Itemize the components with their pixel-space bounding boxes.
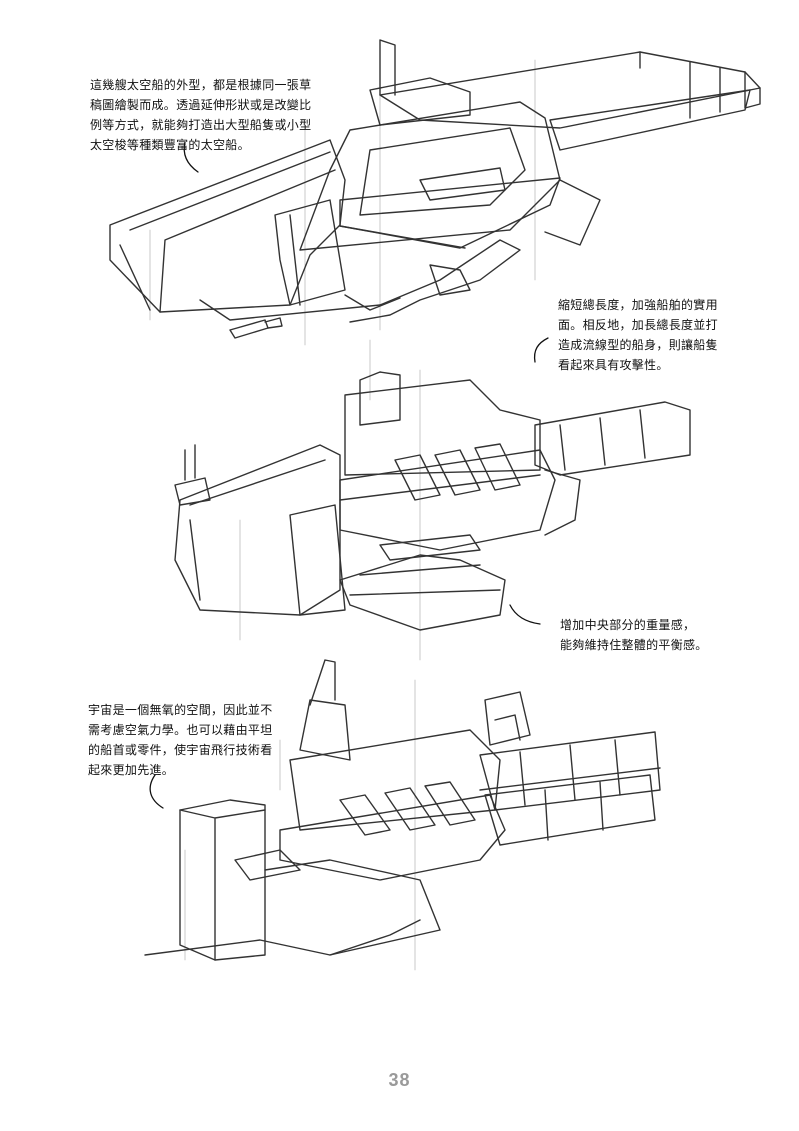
ship-sketch-1 (109, 39, 761, 346)
callout-lines (149, 141, 549, 809)
caption-note-1: 這幾艘太空船的外型，都是根據同一張草 稿圖繪製而成。透過延伸形狀或是改變比 例等… (90, 78, 312, 152)
page-number: 38 (388, 1070, 411, 1090)
ship-sketch-2 (174, 339, 691, 661)
caption-note-4: 宇宙是一個無氧的空間，因此並不 需考慮空氣力學。也可以藉由平坦 的船首或零件，使… (88, 703, 273, 777)
ship-sketch-3 (144, 659, 661, 971)
caption-note-3: 增加中央部分的重量感， 能夠維持住整體的平衡感。 (560, 618, 708, 652)
caption-note-2: 縮短總長度，加強船舶的實用 面。相反地，加長總長度並打 造成流線型的船身，則讓船… (558, 298, 718, 372)
